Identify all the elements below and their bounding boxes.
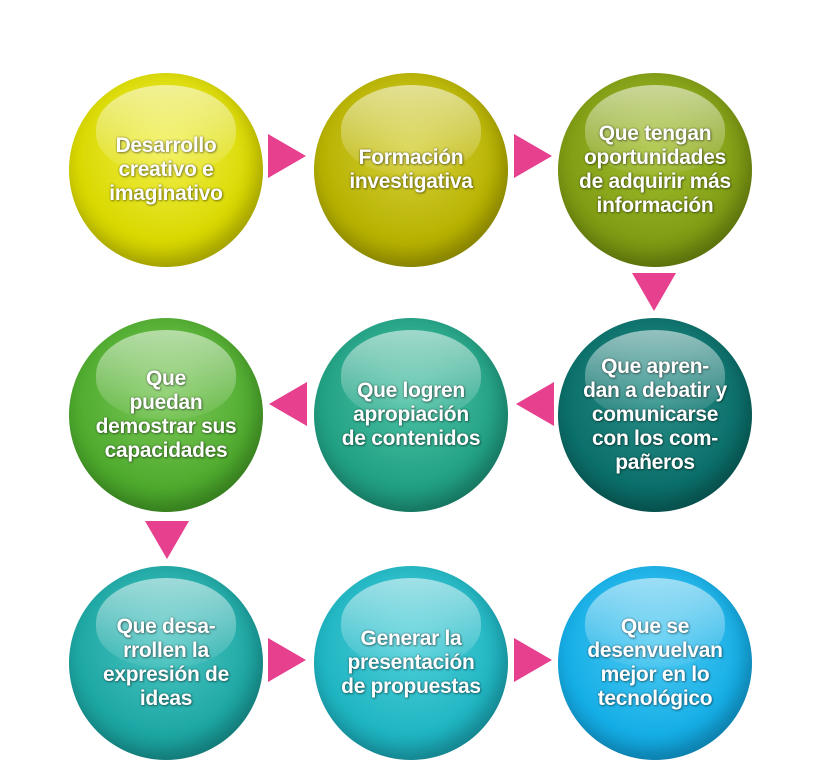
- arrow-right-icon: [514, 134, 552, 178]
- node-label: Que tengan oportunidades de adquirir más…: [579, 122, 731, 217]
- node-label: Formación investigativa: [349, 146, 473, 193]
- arrow-right-icon: [268, 638, 306, 682]
- node-demostrar-capacidades: Que puedan demostrar sus capacidades: [69, 318, 263, 512]
- node-formacion-investigativa: Formación investigativa: [314, 73, 508, 267]
- node-expresion-ideas: Que desa- rrollen la expresión de ideas: [69, 566, 263, 760]
- node-presentacion-propuestas: Generar la presentación de propuestas: [314, 566, 508, 760]
- arrow-down-icon: [145, 521, 189, 559]
- arrow-left-icon: [269, 382, 307, 426]
- node-label: Que logren apropiación de contenidos: [341, 379, 481, 450]
- arrow-left-icon: [516, 382, 554, 426]
- node-label: Que apren- dan a debatir y comunicarse c…: [583, 355, 727, 474]
- arrow-down-icon: [632, 273, 676, 311]
- node-debatir-comunicarse: Que apren- dan a debatir y comunicarse c…: [558, 318, 752, 512]
- node-label: Que se desenvuelvan mejor en lo tecnológ…: [587, 615, 723, 710]
- node-desarrollo-creativo: Desarrollo creativo e imaginativo: [69, 73, 263, 267]
- node-label: Que desa- rrollen la expresión de ideas: [103, 615, 229, 710]
- node-desenvuelvan-tecnologico: Que se desenvuelvan mejor en lo tecnológ…: [558, 566, 752, 760]
- arrow-right-icon: [514, 638, 552, 682]
- node-apropiacion-contenidos: Que logren apropiación de contenidos: [314, 318, 508, 512]
- node-oportunidades-informacion: Que tengan oportunidades de adquirir más…: [558, 73, 752, 267]
- node-label: Generar la presentación de propuestas: [341, 627, 481, 698]
- node-label: Desarrollo creativo e imaginativo: [109, 134, 223, 205]
- arrow-right-icon: [268, 134, 306, 178]
- node-label: Que puedan demostrar sus capacidades: [95, 367, 237, 462]
